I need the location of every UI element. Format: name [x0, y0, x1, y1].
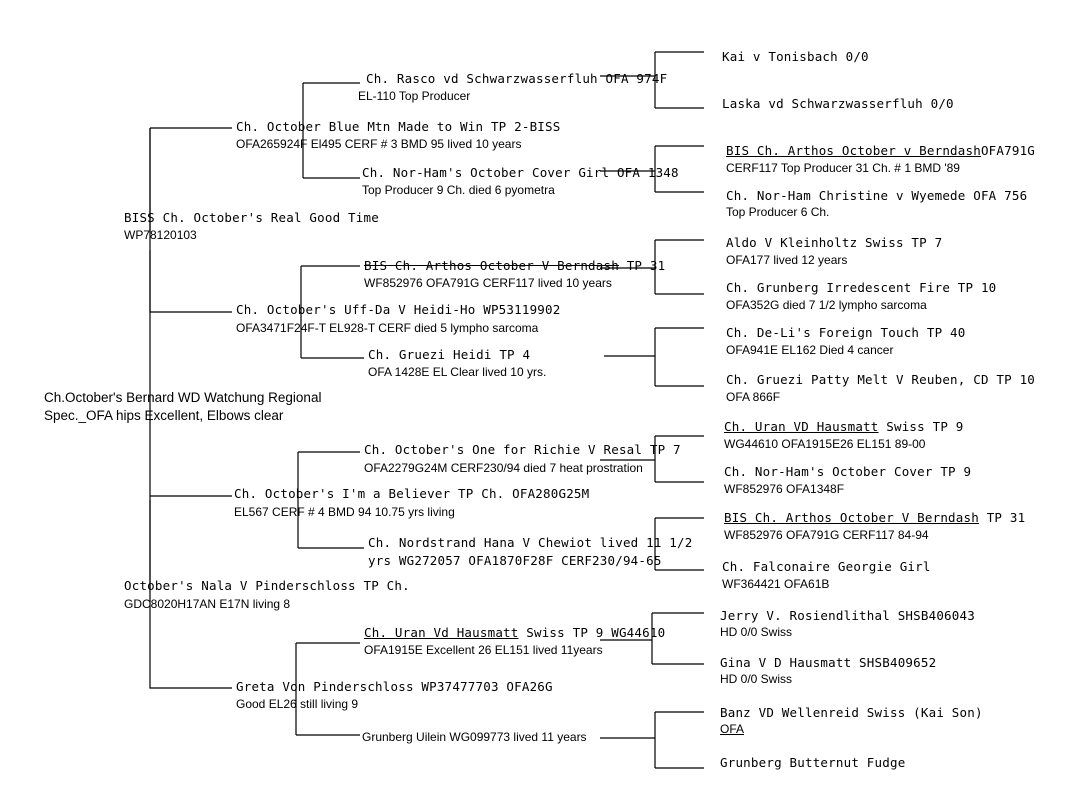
connector-blue-mtn [302, 82, 360, 179]
sds-name-underlined: BIS Ch. Arthos October V Berndash [364, 258, 619, 273]
sire-dam-detail: OFA3471F24F-T EL928-T CERF died 5 lympho… [236, 321, 539, 335]
connector-hana [654, 517, 704, 571]
dds-name-underlined: Ch. Uran Vd Hausmatt [364, 625, 519, 640]
dsds-name-rest: TP 31 [986, 510, 1026, 525]
connector-heidi [604, 327, 704, 387]
ddss-detail: HD 0/0 Swiss [720, 625, 793, 639]
sire-sire-name: Ch. October Blue Mtn Made to Win TP 2-BI… [236, 119, 561, 134]
connector-uff-da [300, 265, 364, 359]
ddsd-detail: HD 0/0 Swiss [720, 672, 793, 686]
sss-name: Ch. Rasco vd Schwarzwasserfluh OFA 974F [366, 71, 668, 86]
connector-believer [297, 451, 364, 549]
sdss-name: Aldo V Kleinholtz Swiss TP 7 [726, 235, 943, 250]
sdd-detail: OFA 1428E EL Clear lived 10 yrs. [368, 365, 547, 379]
connector-sire [149, 128, 232, 313]
sds-name: BIS Ch. Arthos October V Berndash TP 31 [364, 257, 665, 274]
subject-name: Ch.October's Bernard WD Watchung Regiona… [44, 390, 322, 405]
dsss-name-underlined: Ch. Uran VD Hausmatt [724, 419, 879, 434]
dssd-name: Ch. Nor-Ham's October Cover TP 9 [724, 464, 972, 479]
ssd-name: Ch. Nor-Ham's October Cover Girl OFA 134… [362, 165, 679, 180]
connector-uilein [600, 711, 704, 769]
ssds-name-underlined: BIS Ch. Arthos October v Berndash [726, 143, 981, 158]
ddss-name: Jerry V. Rosiendlithal SHSB406043 [720, 608, 975, 623]
sire-name: BISS Ch. October's Real Good Time [124, 210, 379, 225]
ssdd-detail: Top Producer 6 Ch. [726, 205, 830, 219]
sds-detail: WF852976 OFA791G CERF117 lived 10 years [364, 276, 612, 290]
dss-name: Ch. October's One for Richie V Resal TP … [364, 442, 681, 457]
sds-name-rest: TP 31 [626, 258, 666, 273]
connector-subject [149, 127, 232, 590]
sdds-detail: OFA941E EL162 Died 4 cancer [726, 343, 894, 357]
sdss-detail: OFA177 lived 12 years [726, 253, 848, 267]
connector-arthos-1 [600, 239, 704, 295]
dds-name-rest: Swiss TP 9 WG44610 [526, 625, 666, 640]
ddd-name: Grunberg Uilein WG099773 lived 11 years [362, 730, 587, 744]
ssds-detail: CERF117 Top Producer 31 Ch. # 1 BMD '89 [726, 161, 960, 175]
subject-detail: Spec._OFA hips Excellent, Elbows clear [44, 408, 284, 423]
dam-dam-detail: Good EL26 still living 9 [236, 697, 359, 711]
sss-detail: EL-110 Top Producer [358, 89, 471, 103]
sire-sire-detail: OFA265924F El495 CERF # 3 BMD 95 lived 1… [236, 137, 522, 151]
ssds-name: BIS Ch. Arthos October v BerndashOFA791G [726, 142, 1035, 159]
dsss-detail: WG44610 OFA1915E26 EL151 89-00 [724, 437, 926, 451]
connector-uran [600, 612, 704, 665]
dam-sire-detail: EL567 CERF # 4 BMD 94 10.75 yrs living [234, 505, 455, 519]
dsdd-detail: WF364421 OFA61B [722, 577, 830, 591]
dssd-detail: WF852976 OFA1348F [724, 482, 845, 496]
dsd-detail: yrs WG272057 OFA1870F28F CERF230/94-65 [368, 553, 662, 568]
ssss-name: Kai v Tonisbach 0/0 [722, 49, 869, 64]
dss-detail: OFA2279G24M CERF230/94 died 7 heat prost… [364, 461, 643, 475]
dam-detail: GDC8020H17AN E17N living 8 [124, 597, 291, 611]
sssd-name: Laska vd Schwarzwasserfluh 0/0 [722, 96, 954, 111]
dds-name: Ch. Uran Vd Hausmatt Swiss TP 9 WG44610 [364, 624, 665, 641]
connector-rasco [600, 51, 704, 109]
connector-richie [600, 435, 704, 483]
sire-dam-name: Ch. October's Uff-Da V Heidi-Ho WP531199… [236, 302, 561, 317]
dsss-name-rest: Swiss TP 9 [886, 419, 964, 434]
ddsd-name: Gina V D Hausmatt SHSB409652 [720, 655, 937, 670]
connector-greta [295, 642, 360, 736]
sdsd-name: Ch. Grunberg Irredescent Fire TP 10 [726, 280, 997, 295]
ddds-name: Banz VD Wellenreid Swiss (Kai Son) [720, 705, 983, 720]
dsdd-name: Ch. Falconaire Georgie Girl [722, 559, 931, 574]
dsds-detail: WF852976 OFA791G CERF117 84-94 [724, 528, 929, 542]
ddds-detail: OFA [720, 722, 745, 736]
dsd-name: Ch. Nordstrand Hana V Chewiot lived 11 1… [368, 535, 693, 550]
sddd-detail: OFA 866F [726, 390, 781, 404]
dsds-name-underlined: BIS Ch. Arthos October V Berndash [724, 510, 979, 525]
dam-sire-name: Ch. October's I'm a Believer TP Ch. OFA2… [234, 486, 590, 501]
dsss-name: Ch. Uran VD Hausmatt Swiss TP 9 [724, 418, 964, 435]
dam-dam-name: Greta Von Pinderschloss WP37477703 OFA26… [236, 679, 553, 694]
sdds-name: Ch. De-Li's Foreign Touch TP 40 [726, 325, 966, 340]
dddd-name: Grunberg Butternut Fudge [720, 755, 906, 770]
sddd-name: Ch. Gruezi Patty Melt V Reuben, CD TP 10 [726, 372, 1036, 387]
dds-detail: OFA1915E Excellent 26 EL151 lived 11year… [364, 643, 603, 657]
dsds-name: BIS Ch. Arthos October V Berndash TP 31 [724, 509, 1025, 526]
ssdd-name: Ch. Nor-Ham Christine v Wyemede OFA 756 [726, 188, 1028, 203]
connector-cover-girl [600, 145, 704, 193]
ssds-name-rest: OFA791G [980, 143, 1036, 158]
connector-dam [149, 500, 232, 689]
sdd-name: Ch. Gruezi Heidi TP 4 [368, 347, 531, 362]
ssd-detail: Top Producer 9 Ch. died 6 pyometra [362, 183, 555, 197]
sdsd-detail: OFA352G died 7 1/2 lympho sarcoma [726, 298, 927, 312]
dam-name: October's Nala V Pinderschloss TP Ch. [124, 578, 410, 593]
sire-detail: WP78120103 [124, 228, 197, 242]
